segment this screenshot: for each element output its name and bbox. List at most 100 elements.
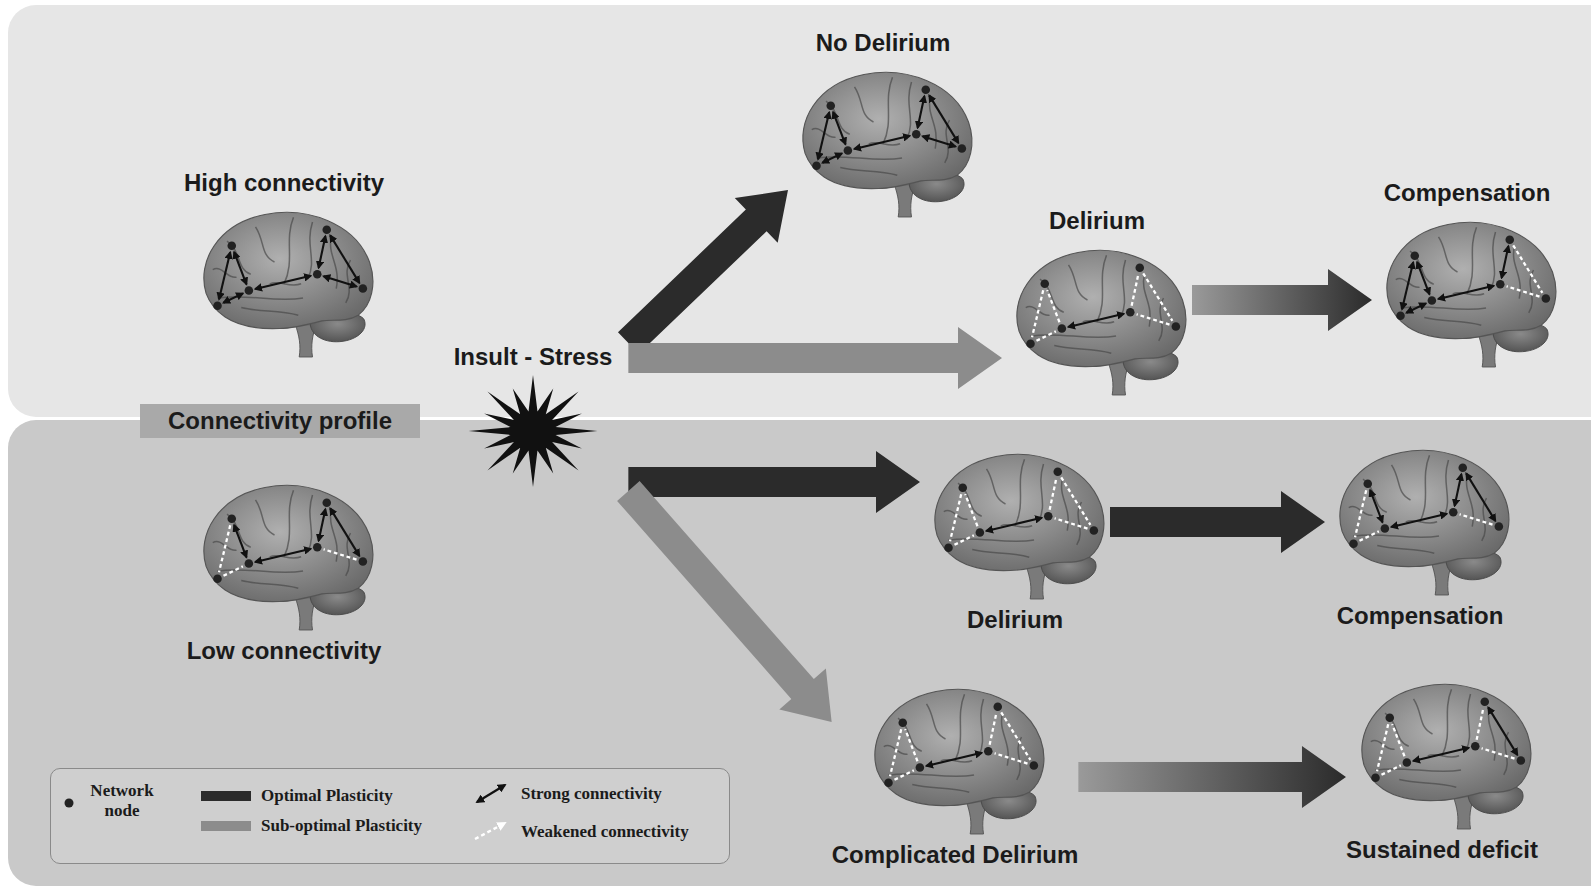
brain-node: No Delirium [788,29,978,218]
legend-sample [471,779,511,807]
network-node-dot [322,225,331,234]
network-node-dot [1396,311,1405,320]
network-link [923,136,956,146]
brain-node: Delirium [920,445,1110,634]
cerebrum [204,212,373,328]
legend-text: Network node [77,781,167,821]
legend-weak-line [475,823,505,839]
network-node-dot [944,543,953,552]
network-link [1488,707,1517,755]
network-node-dot [1480,697,1489,706]
starburst [458,371,608,491]
sulcus-line [1363,479,1387,512]
network-node-dot [245,559,254,568]
sulcus-line [1466,694,1471,751]
sulcus-line [1444,460,1449,517]
network-link [1482,748,1515,758]
legend-text: Strong connectivity [521,784,662,804]
network-node-dot [1363,479,1372,488]
network-link [255,548,310,561]
network-node-dot [1542,294,1551,303]
network-node-dot [912,130,921,139]
node-label: Compensation [1384,179,1551,207]
network-node-dot [227,241,236,250]
network-link [1402,262,1413,309]
network-node-dot [1385,713,1394,722]
sulcus-line [284,217,294,284]
sulcus-line [1399,779,1456,787]
network-node-dot [976,528,985,537]
node-label: Connectivity profile [168,407,392,435]
network-node-dot [213,574,222,583]
network-link [1466,473,1495,521]
sulcus-line [255,499,274,534]
network-link [1477,708,1484,740]
network-link [1455,474,1462,506]
sulcus-line [1069,264,1088,299]
cerebrum [935,454,1104,570]
network-node-dot [1428,296,1437,305]
sulcus-line [1413,698,1432,733]
network-link [990,713,997,745]
node-label: No Delirium [816,29,951,57]
sulcus-line [855,86,874,121]
legend-box: Network nodeOptimal PlasticitySub-optima… [50,768,730,864]
network-link [219,525,230,572]
network-link [1413,747,1468,760]
network-node-dot [1381,524,1390,533]
network-node-dot [359,557,368,566]
sulcus-line [1420,455,1430,522]
network-link [854,135,909,148]
brain-illustration [920,445,1110,600]
top-band [8,5,1591,417]
network-node-dot [1496,280,1505,289]
node-label: Delirium [1049,207,1145,235]
legend-text: Sub-optimal Plasticity [261,816,422,836]
network-node-dot [322,498,331,507]
cerebrum [803,72,972,188]
network-link [1036,331,1055,340]
network-node-dot [884,778,893,787]
node-label: Compensation [1337,602,1504,630]
network-link [234,525,246,557]
cerebrum [1017,250,1186,366]
node-label: Low connectivity [187,637,382,665]
brain-illustration [189,203,379,358]
sulcus-line [227,241,251,274]
network-link [1417,262,1429,294]
network-link [1047,290,1059,322]
brain-illustration [189,476,379,631]
network-link [1355,490,1366,537]
network-node-dot [213,301,222,310]
sulcus-line [284,490,294,557]
network-link [1502,246,1509,278]
network-link [330,508,359,556]
network-link [1438,285,1493,298]
plasticity-arrow [1192,269,1372,331]
network-link [324,276,357,286]
network-link [1460,514,1493,524]
cerebrum [1340,450,1509,566]
network-node-dot [313,270,322,279]
sulcus-line [241,580,298,588]
legend-sample [471,817,511,845]
network-link [995,753,1028,763]
network-node-dot [958,483,967,492]
insult-node: Insult - Stress [438,343,629,491]
sulcus-line [227,514,251,547]
network-node-dot [1495,522,1504,531]
sulcus-line [1491,232,1496,289]
network-node-dot [1172,322,1181,331]
network-node-dot [1090,526,1099,535]
network-node-dot [1449,508,1458,517]
plasticity-arrow [1078,746,1346,808]
cerebrum [204,485,373,601]
brain-node: High connectivity [184,169,384,358]
sulcus-line [972,549,1029,557]
network-node-dot [958,144,967,153]
sulcus-line [1467,227,1477,294]
network-node-dot [826,101,835,110]
network-link [1381,765,1400,774]
network-node-dot [844,146,853,155]
